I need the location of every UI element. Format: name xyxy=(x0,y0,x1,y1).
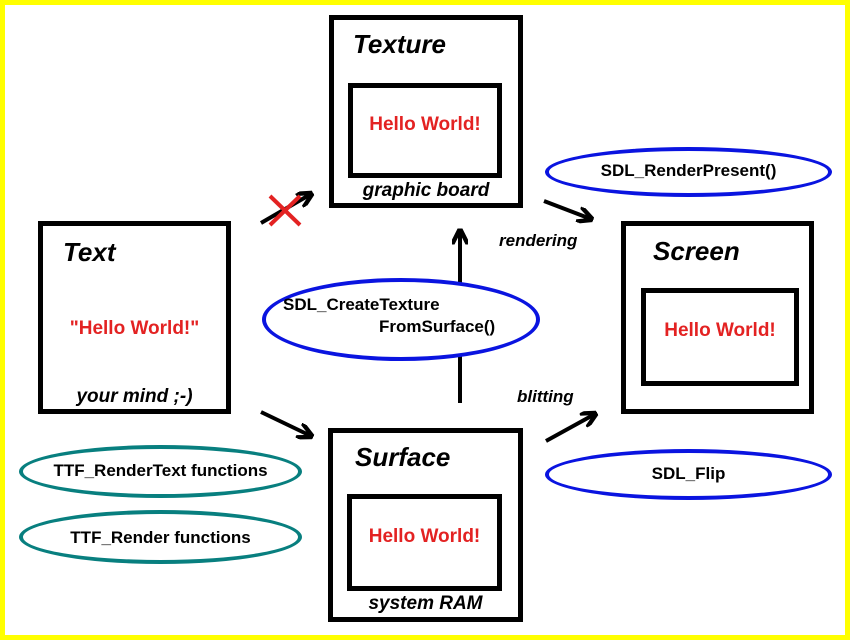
ttf-render-label: TTF_Render functions xyxy=(70,528,251,547)
text-title: Text xyxy=(63,237,116,267)
ttf-render-ellipse xyxy=(19,510,302,564)
text-caption: your mind ;-) xyxy=(76,386,193,407)
ttf-render-text-ellipse xyxy=(19,445,302,498)
blitting-label: blitting xyxy=(517,387,574,406)
create-texture-label-line2: FromSurface() xyxy=(379,317,496,336)
texture-title: Texture xyxy=(353,29,446,59)
render-present-ellipse xyxy=(545,147,832,197)
texture-caption: graphic board xyxy=(362,180,490,201)
ttf-render-text-label: TTF_RenderText functions xyxy=(53,461,268,480)
rendering-label: rendering xyxy=(499,231,578,250)
texture-content: Hello World! xyxy=(369,114,481,135)
create-texture-ellipse xyxy=(262,278,540,361)
arrow-surface-to-screen xyxy=(545,414,595,443)
screen-content: Hello World! xyxy=(664,320,776,341)
arrow-text-to-surface xyxy=(260,410,311,436)
surface-caption: system RAM xyxy=(368,593,483,614)
flip-ellipse xyxy=(545,449,832,500)
flip-label: SDL_Flip xyxy=(651,464,726,483)
surface-content: Hello World! xyxy=(368,526,481,547)
create-texture-label-line1: SDL_CreateTexture xyxy=(283,295,440,314)
texture-inner-box xyxy=(348,83,502,178)
surface-title: Surface xyxy=(355,442,451,472)
red-x-icon xyxy=(268,194,302,227)
arrow-text-to-texture xyxy=(259,194,311,225)
text-box xyxy=(38,221,231,414)
surface-inner-box xyxy=(347,494,502,591)
screen-inner-box xyxy=(641,288,799,386)
render-present-label: SDL_RenderPresent() xyxy=(600,161,777,180)
screen-title: Screen xyxy=(653,236,740,266)
text-content: "Hello World!" xyxy=(69,318,200,339)
arrow-texture-to-screen xyxy=(543,199,591,219)
